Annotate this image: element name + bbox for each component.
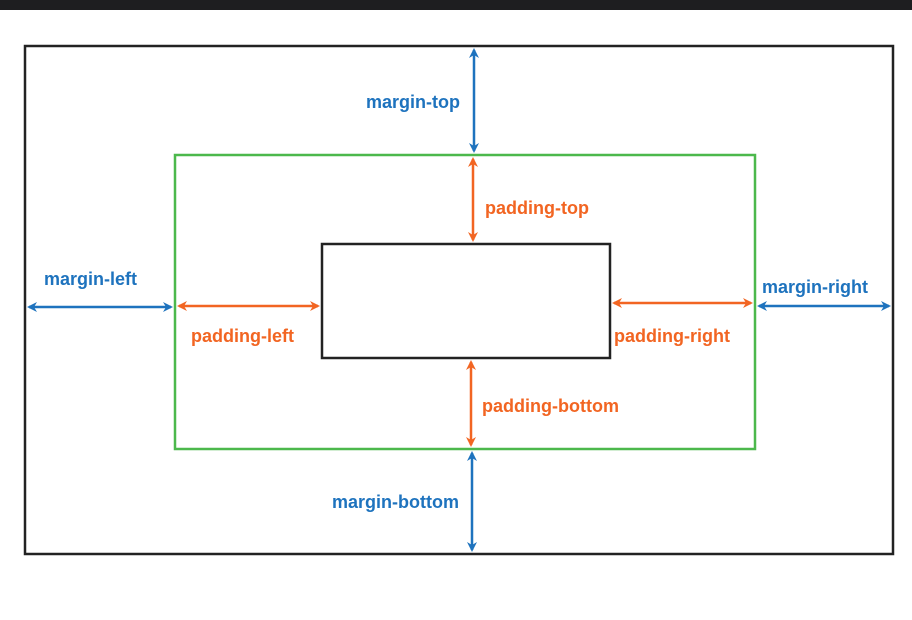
margin-left-label: margin-left bbox=[44, 269, 137, 289]
padding-left-label: padding-left bbox=[191, 326, 294, 346]
top-bar bbox=[0, 0, 912, 10]
content-box bbox=[320, 242, 612, 360]
padding-top-label: padding-top bbox=[485, 198, 589, 218]
margin-bottom-label: margin-bottom bbox=[332, 492, 459, 512]
margin-box bbox=[23, 44, 895, 556]
padding-bottom-label: padding-bottom bbox=[482, 396, 619, 416]
border-box bbox=[173, 153, 757, 451]
margin-right-label: margin-right bbox=[762, 277, 868, 297]
margin-top-label: margin-top bbox=[366, 92, 460, 112]
padding-right-label: padding-right bbox=[614, 326, 730, 346]
